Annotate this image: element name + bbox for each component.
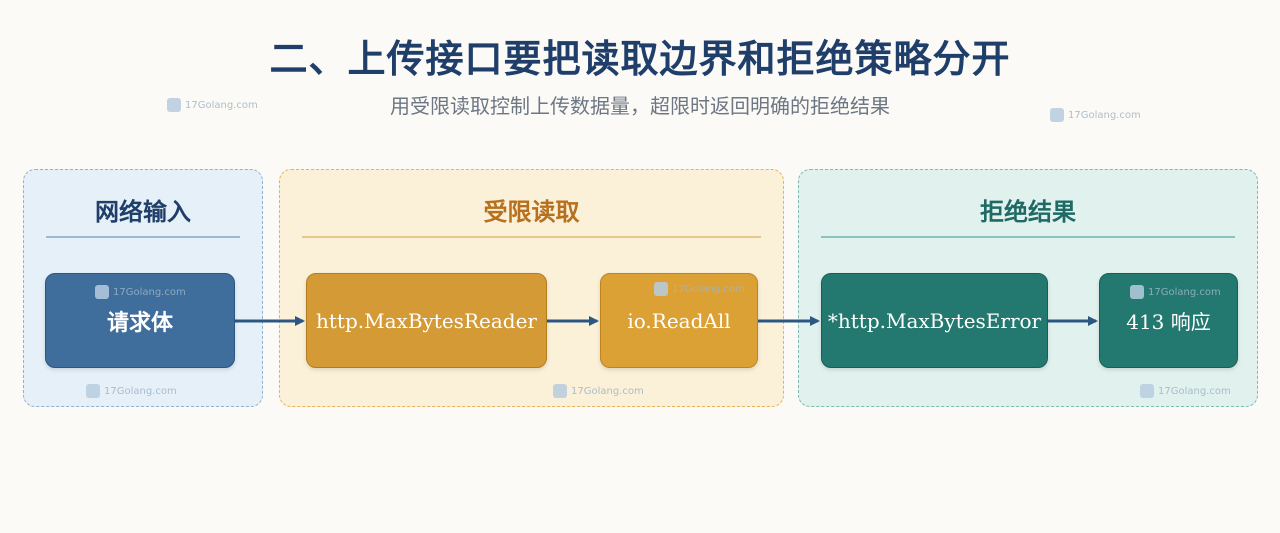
watermark: 17Golang.com	[167, 98, 258, 112]
node-label: http.MaxBytesReader	[316, 308, 537, 333]
node-max-bytes-error: *http.MaxBytesError	[821, 273, 1048, 368]
node-request-body: 请求体	[45, 273, 235, 368]
node-label: 413 响应	[1126, 310, 1211, 334]
watermark: 17Golang.com	[1130, 285, 1221, 299]
watermark: 17Golang.com	[1140, 384, 1231, 398]
watermark-text: 17Golang.com	[113, 286, 186, 298]
watermark-text: 17Golang.com	[185, 99, 258, 111]
watermark: 17Golang.com	[86, 384, 177, 398]
group-title: 网络输入	[95, 198, 191, 226]
watermark-logo-icon	[167, 98, 181, 112]
watermark-logo-icon	[1130, 285, 1144, 299]
node-label: *http.MaxBytesError	[827, 308, 1042, 333]
group-divider	[302, 236, 761, 238]
watermark: 17Golang.com	[1050, 108, 1141, 122]
watermark-logo-icon	[553, 384, 567, 398]
watermark-text: 17Golang.com	[672, 283, 745, 295]
watermark: 17Golang.com	[654, 282, 745, 296]
node-io-readall: io.ReadAll	[600, 273, 758, 368]
page-subtitle: 用受限读取控制上传数据量，超限时返回明确的拒绝结果	[390, 94, 890, 118]
group-divider	[46, 236, 240, 238]
page-title: 二、上传接口要把读取边界和拒绝策略分开	[269, 37, 1011, 81]
watermark-text: 17Golang.com	[1148, 286, 1221, 298]
watermark-text: 17Golang.com	[104, 385, 177, 397]
watermark-logo-icon	[95, 285, 109, 299]
watermark-text: 17Golang.com	[571, 385, 644, 397]
watermark-logo-icon	[86, 384, 100, 398]
watermark-text: 17Golang.com	[1158, 385, 1231, 397]
watermark: 17Golang.com	[95, 285, 186, 299]
watermark-logo-icon	[654, 282, 668, 296]
node-label: 请求体	[106, 310, 173, 336]
node-max-bytes-reader: http.MaxBytesReader	[306, 273, 547, 368]
watermark: 17Golang.com	[553, 384, 644, 398]
group-title: 受限读取	[483, 198, 580, 226]
watermark-text: 17Golang.com	[1068, 109, 1141, 121]
group-title: 拒绝结果	[980, 198, 1076, 226]
watermark-logo-icon	[1050, 108, 1064, 122]
watermark-logo-icon	[1140, 384, 1154, 398]
node-label: io.ReadAll	[627, 308, 731, 333]
node-413-response: 413 响应	[1099, 273, 1238, 368]
group-divider	[821, 236, 1235, 238]
